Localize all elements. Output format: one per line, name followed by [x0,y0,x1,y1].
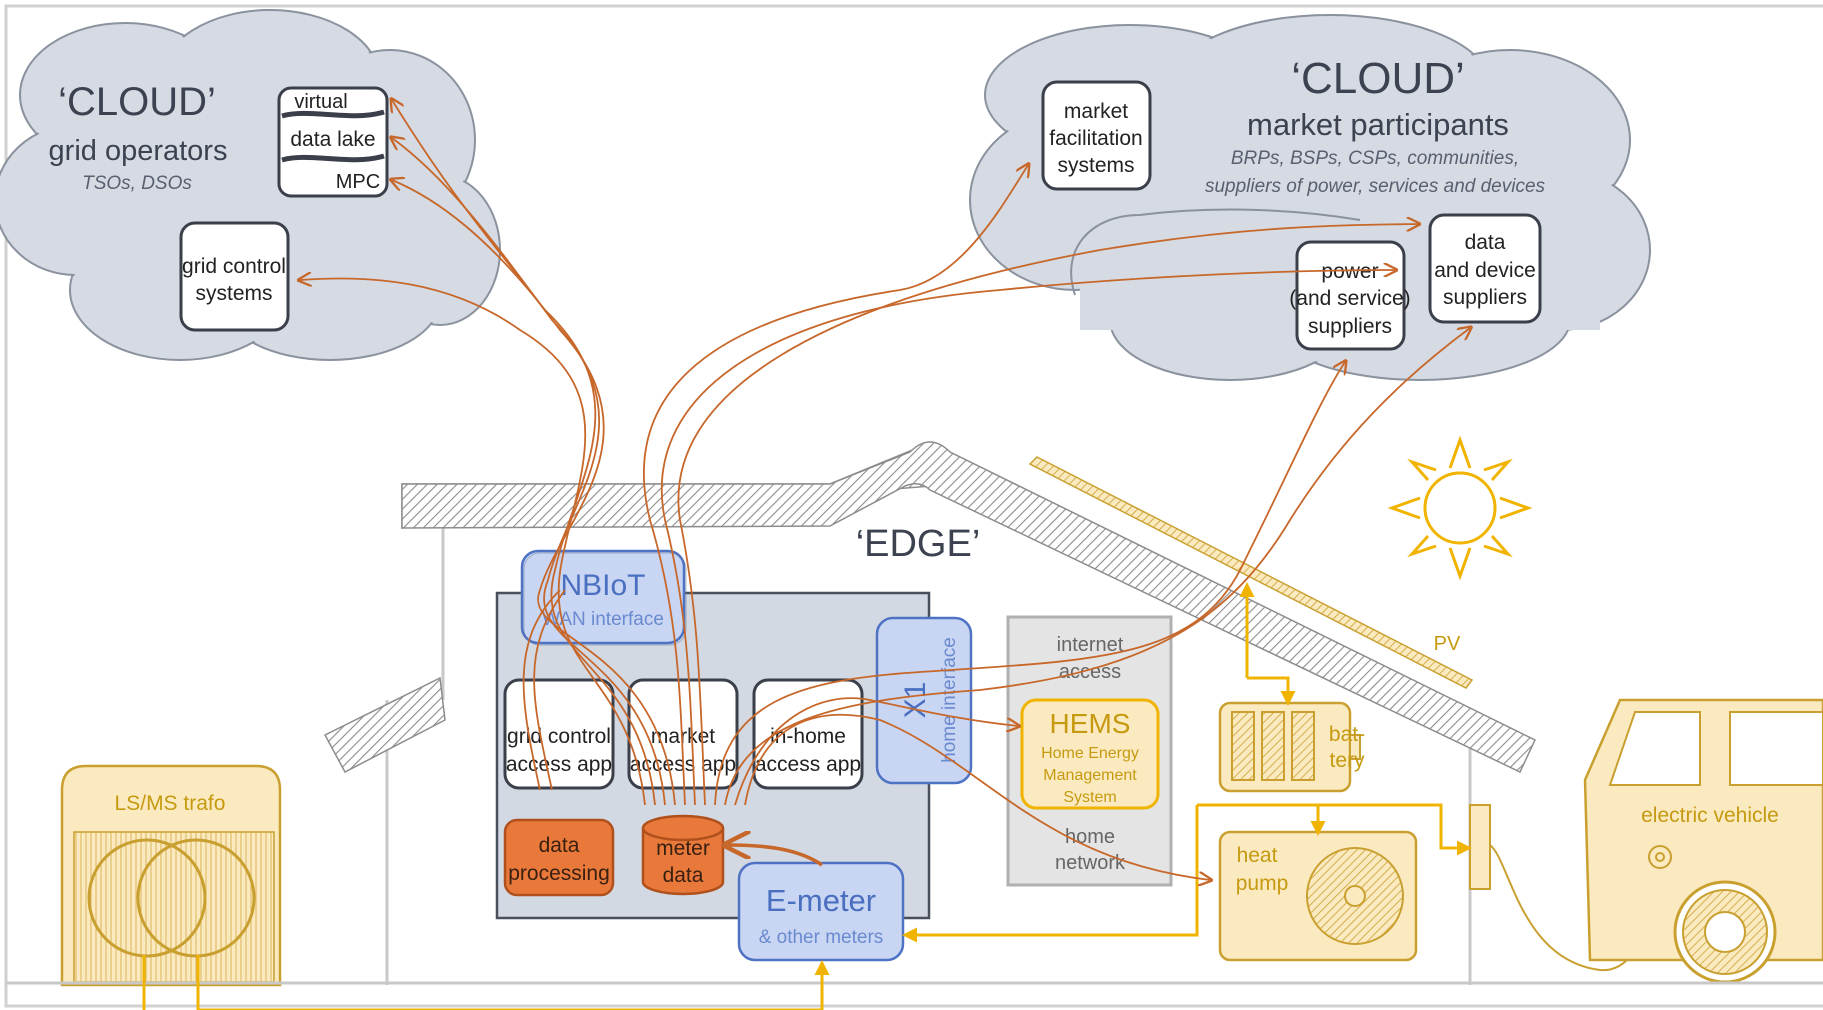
hems-sub-line1: Home Energy [1041,745,1139,762]
grid-control-line2: systems [195,282,272,305]
power-lines [142,582,1472,1010]
frame [4,4,1823,1008]
power-line1: power [1321,260,1378,283]
home-network-line1: home [1065,826,1115,848]
grid-control-access-app: grid control access app [503,678,615,790]
data-processing-line2: processing [508,862,610,885]
heat-pump: heat pump [1218,830,1418,962]
cloud-market-subtitle: market participants [1247,107,1509,142]
meter-data-line2: data [663,864,704,887]
e-meter-title: E-meter [766,883,876,918]
heat-pump-line1: heat [1237,844,1278,867]
ev-charger [1469,804,1491,890]
internet-line2: access [1059,661,1121,683]
facilitation-line2: facilitation [1049,127,1142,150]
cloud-grid-note: TSOs, DSOs [82,173,192,194]
inhome-app-line1: in-home [770,725,846,748]
market-app-line1: market [651,725,715,748]
battery: bat- tery [1218,701,1365,793]
trafo-label: LS/MS trafo [115,792,226,815]
market-facilitation-systems: market facilitation systems [1041,80,1152,191]
grid-app-line2: access app [506,753,612,776]
power-service-suppliers: power (and service) suppliers [1289,240,1411,351]
data-device-suppliers: data and device suppliers [1428,213,1542,324]
cloud-market-note-2: suppliers of power, services and devices [1205,176,1546,197]
data-lake-mpc-label: MPC [336,171,380,193]
grid-control-systems: grid control systems [179,221,290,332]
sun-icon [1387,435,1533,581]
grid-app-line1: grid control [507,725,611,748]
data-links [300,100,1470,880]
nbiot-subtitle: WAN interface [542,609,664,630]
nbiot-title: NBIoT [560,569,645,602]
hems-sub-line3: System [1063,789,1116,806]
facilitation-line1: market [1064,100,1128,123]
inhome-app-line2: access app [755,753,861,776]
pv-label: PV [1434,633,1461,655]
x1-home-interface: X1 home interface [875,616,973,785]
hems-sub-line2: Management [1043,767,1137,784]
cloud-market-note-1: BRPs, BSPs, CSPs, communities, [1231,148,1519,169]
x1-subtitle: home interface [939,637,960,763]
pv-panel: PV [1028,456,1474,689]
battery-line2: tery [1329,749,1365,772]
meter-data-line1: meter [656,837,710,860]
device-line3: suppliers [1443,286,1527,309]
roof-main [401,441,1536,774]
device-line2: and device [1434,259,1536,282]
roof-small [323,676,446,774]
internet-line1: internet [1057,634,1124,656]
e-meter-subtitle: & other meters [759,927,884,948]
data-lake-top-label: virtual [294,91,347,113]
data-processing: data processing [503,818,615,897]
battery-line1: bat- [1329,723,1365,746]
x1-title: X1 [899,682,932,719]
cloud-grid-subtitle: grid operators [49,135,228,167]
edge-title: ‘EDGE’ [856,523,981,565]
e-meter: E-meter & other meters [737,861,905,962]
heat-pump-line2: pump [1236,872,1289,895]
in-home-access-app: in-home access app [752,678,864,790]
home-network-line2: network [1055,852,1126,874]
ev-label: electric vehicle [1641,804,1779,827]
grid-control-line1: grid control [182,255,286,278]
hems-title: HEMS [1050,708,1131,739]
data-lake-label: data lake [290,128,375,151]
facilitation-line3: systems [1057,154,1134,177]
cloud-grid-title: ‘CLOUD’ [58,80,216,124]
electric-vehicle: electric vehicle [1583,698,1823,984]
data-lake: virtual data lake MPC [277,86,389,198]
ls-ms-trafo: LS/MS trafo [60,764,282,987]
data-processing-line1: data [539,834,580,857]
power-line2: (and service) [1289,287,1410,310]
cloud-market-title: ‘CLOUD’ [1291,54,1465,103]
device-line1: data [1465,231,1506,254]
power-line3: suppliers [1308,315,1392,338]
meter-data-store: meter data [641,814,725,896]
hems: HEMS Home Energy Management System [1020,698,1160,810]
